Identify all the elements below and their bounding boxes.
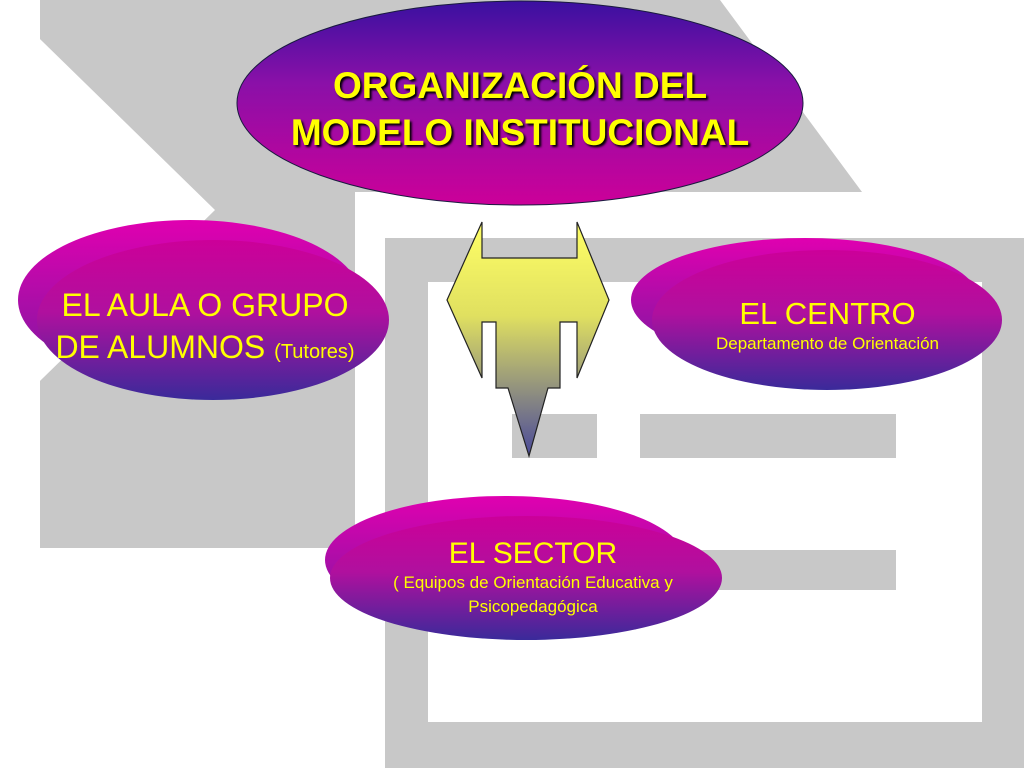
aula-line-2: DE ALUMNOS (Tutores) bbox=[30, 326, 380, 373]
aula-ellipse bbox=[37, 240, 389, 400]
diagram-title: ORGANIZACIÓN DEL MODELO INSTITUCIONAL bbox=[250, 62, 790, 156]
centro-node-text: EL CENTRO Departamento de Orientación bbox=[650, 296, 1005, 356]
title-line-1: ORGANIZACIÓN DEL bbox=[332, 65, 708, 106]
sector-node-text: EL SECTOR ( Equipos de Orientación Educa… bbox=[338, 537, 728, 619]
title-line-2: MODELO INSTITUCIONAL bbox=[290, 112, 750, 153]
centro-label: EL CENTRO bbox=[739, 296, 916, 331]
centro-ellipse bbox=[652, 250, 1002, 390]
background-line-long bbox=[640, 414, 896, 458]
title-ellipse bbox=[236, 0, 804, 206]
sector-sub-line-1: ( Equipos de Orientación Educativa y bbox=[393, 573, 673, 592]
sector-label: EL SECTOR bbox=[448, 537, 618, 570]
aula-label: DE ALUMNOS bbox=[55, 329, 266, 365]
aula-node-text: EL AULA O GRUPO DE ALUMNOS (Tutores) bbox=[30, 284, 380, 373]
aula-line-1: EL AULA O GRUPO bbox=[61, 287, 349, 323]
sector-sub-line-2: Psicopedagógica bbox=[468, 597, 598, 616]
aula-note: (Tutores) bbox=[274, 341, 355, 363]
sector-ellipse bbox=[330, 516, 722, 640]
centro-sub: Departamento de Orientación bbox=[715, 334, 940, 353]
